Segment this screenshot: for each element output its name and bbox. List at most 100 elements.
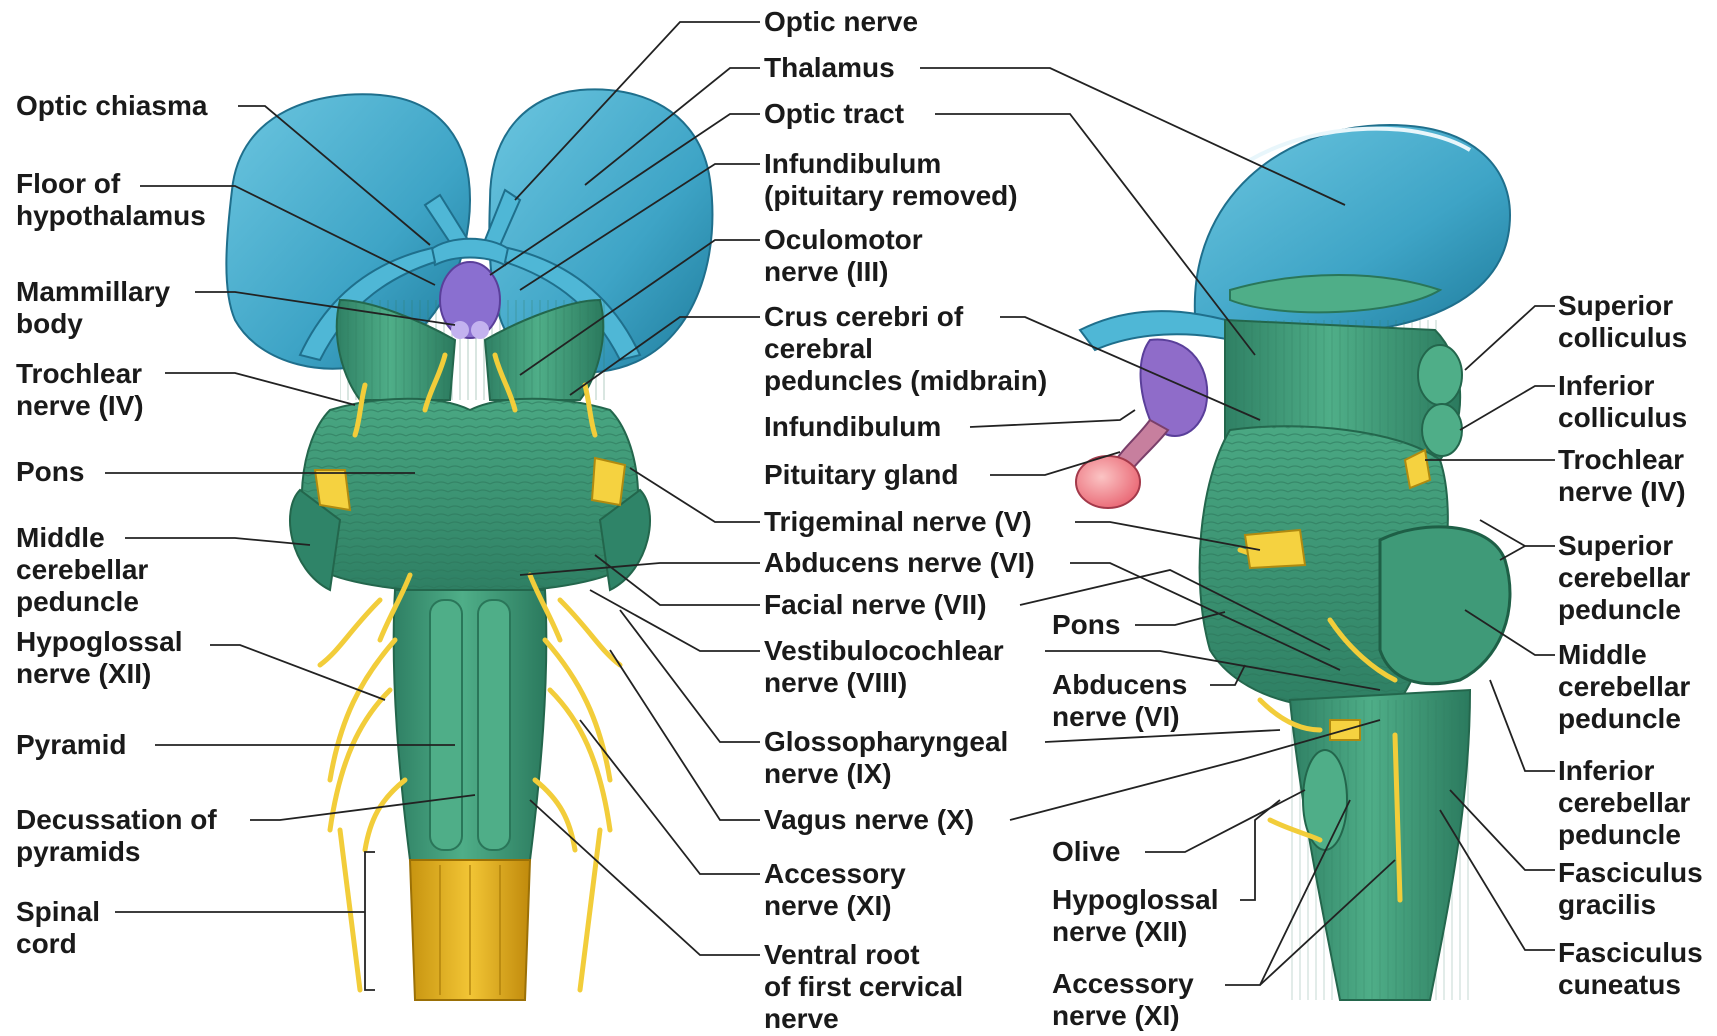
label-line: of first cervical: [764, 971, 963, 1003]
label-line: Fasciculus: [1558, 937, 1703, 969]
label-line: body: [16, 308, 170, 340]
label-line: cord: [16, 928, 100, 960]
label-line: Trochlear: [1558, 444, 1686, 476]
label-trigeminal-nerve: Trigeminal nerve (V): [764, 506, 1032, 538]
label-line: Spinal: [16, 896, 100, 928]
label-line: Glossopharyngeal: [764, 726, 1008, 758]
label-line: nerve (VI): [1052, 701, 1187, 733]
label-line: Mammillary: [16, 276, 170, 308]
label-lateral-accessory: Accessory nerve (XI): [1052, 968, 1194, 1032]
label-lateral-middle-cerebellar-peduncle: Middle cerebellar peduncle: [1558, 639, 1690, 735]
label-hypoglossal-nerve: Hypoglossal nerve (XII): [16, 626, 182, 690]
label-superior-colliculus: Superior colliculus: [1558, 290, 1687, 354]
label-trochlear-nerve: Trochlear nerve (IV): [16, 358, 144, 422]
label-vagus-nerve: Vagus nerve (X): [764, 804, 974, 836]
label-line: peduncle: [1558, 703, 1690, 735]
label-crus-cerebri: Crus cerebri of cerebral peduncles (midb…: [764, 301, 1047, 397]
inferior-colliculus-bump: [1422, 404, 1462, 456]
label-line: nerve (IV): [1558, 476, 1686, 508]
label-line: Floor of: [16, 168, 206, 200]
label-optic-chiasma: Optic chiasma: [16, 90, 207, 122]
label-floor-of-hypothalamus: Floor of hypothalamus: [16, 168, 206, 232]
label-line: Hypoglossal: [16, 626, 182, 658]
label-line: peduncle: [16, 586, 148, 618]
label-pituitary-gland: Pituitary gland: [764, 459, 958, 491]
label-optic-nerve: Optic nerve: [764, 6, 918, 38]
label-line: nerve (VIII): [764, 667, 1004, 699]
label-inferior-cerebellar-peduncle: Inferior cerebellar peduncle: [1558, 755, 1690, 851]
label-glossopharyngeal-nerve: Glossopharyngeal nerve (IX): [764, 726, 1008, 790]
label-lateral-trochlear: Trochlear nerve (IV): [1558, 444, 1686, 508]
label-line: (pituitary removed): [764, 180, 1018, 212]
label-line: Crus cerebri of: [764, 301, 1047, 333]
label-line: Accessory: [1052, 968, 1194, 1000]
label-line: Inferior: [1558, 370, 1687, 402]
label-line: nerve: [764, 1003, 963, 1035]
label-line: nerve (XII): [1052, 916, 1218, 948]
label-line: Inferior: [1558, 755, 1690, 787]
label-facial-nerve: Facial nerve (VII): [764, 589, 987, 621]
label-mammillary-body: Mammillary body: [16, 276, 170, 340]
label-line: Decussation of: [16, 804, 217, 836]
superior-colliculus-bump: [1418, 345, 1462, 405]
label-oculomotor-nerve: Oculomotor nerve (III): [764, 224, 923, 288]
pituitary-gland-shape: [1076, 456, 1140, 508]
label-lateral-hypoglossal: Hypoglossal nerve (XII): [1052, 884, 1218, 948]
label-line: nerve (IX): [764, 758, 1008, 790]
label-line: cerebral: [764, 333, 1047, 365]
label-line: colliculus: [1558, 322, 1687, 354]
pyramid-left: [430, 600, 462, 850]
ventral-medulla: [394, 590, 547, 860]
cerebellar-peduncle-cut: [1380, 527, 1510, 684]
label-infundibulum-pituitary-removed: Infundibulum (pituitary removed): [764, 148, 1018, 212]
label-olive: Olive: [1052, 836, 1120, 868]
label-line: peduncle: [1558, 594, 1690, 626]
label-line: nerve (III): [764, 256, 923, 288]
label-line: nerve (IV): [16, 390, 144, 422]
label-line: nerve (XII): [16, 658, 182, 690]
label-line: cerebellar: [1558, 562, 1690, 594]
label-superior-cerebellar-peduncle: Superior cerebellar peduncle: [1558, 530, 1690, 626]
label-accessory-nerve: Accessory nerve (XI): [764, 858, 906, 922]
label-lateral-abducens: Abducens nerve (VI): [1052, 669, 1187, 733]
label-line: Fasciculus: [1558, 857, 1703, 889]
label-abducens-nerve: Abducens nerve (VI): [764, 547, 1035, 579]
label-line: peduncle: [1558, 819, 1690, 851]
label-line: Middle: [1558, 639, 1690, 671]
label-line: cerebellar: [16, 554, 148, 586]
label-line: nerve (XI): [764, 890, 906, 922]
label-optic-tract: Optic tract: [764, 98, 904, 130]
label-line: hypothalamus: [16, 200, 206, 232]
label-line: Accessory: [764, 858, 906, 890]
label-line: peduncles (midbrain): [764, 365, 1047, 397]
label-line: Abducens: [1052, 669, 1187, 701]
label-pyramid: Pyramid: [16, 729, 127, 761]
pyramid-right: [478, 600, 510, 850]
label-vestibulocochlear-nerve: Vestibulocochlear nerve (VIII): [764, 635, 1004, 699]
label-line: gracilis: [1558, 889, 1703, 921]
label-ventral-root: Ventral root of first cervical nerve: [764, 939, 963, 1035]
label-line: Superior: [1558, 290, 1687, 322]
label-pons: Pons: [16, 456, 84, 488]
label-line: Trochlear: [16, 358, 144, 390]
label-line: Hypoglossal: [1052, 884, 1218, 916]
label-line: Middle: [16, 522, 148, 554]
label-line: Ventral root: [764, 939, 963, 971]
lateral-view: [1076, 125, 1510, 1000]
label-infundibulum: Infundibulum: [764, 411, 941, 443]
label-inferior-colliculus: Inferior colliculus: [1558, 370, 1687, 434]
label-line: cerebellar: [1558, 671, 1690, 703]
label-line: pyramids: [16, 836, 217, 868]
label-middle-cerebellar-peduncle: Middle cerebellar peduncle: [16, 522, 148, 618]
label-line: colliculus: [1558, 402, 1687, 434]
label-line: nerve (XI): [1052, 1000, 1194, 1032]
label-fasciculus-gracilis: Fasciculus gracilis: [1558, 857, 1703, 921]
label-line: Vestibulocochlear: [764, 635, 1004, 667]
label-line: Superior: [1558, 530, 1690, 562]
label-decussation-of-pyramids: Decussation of pyramids: [16, 804, 217, 868]
label-fasciculus-cuneatus: Fasciculus cuneatus: [1558, 937, 1703, 1001]
label-spinal-cord: Spinal cord: [16, 896, 100, 960]
label-lateral-pons: Pons: [1052, 609, 1120, 641]
label-line: Infundibulum: [764, 148, 1018, 180]
